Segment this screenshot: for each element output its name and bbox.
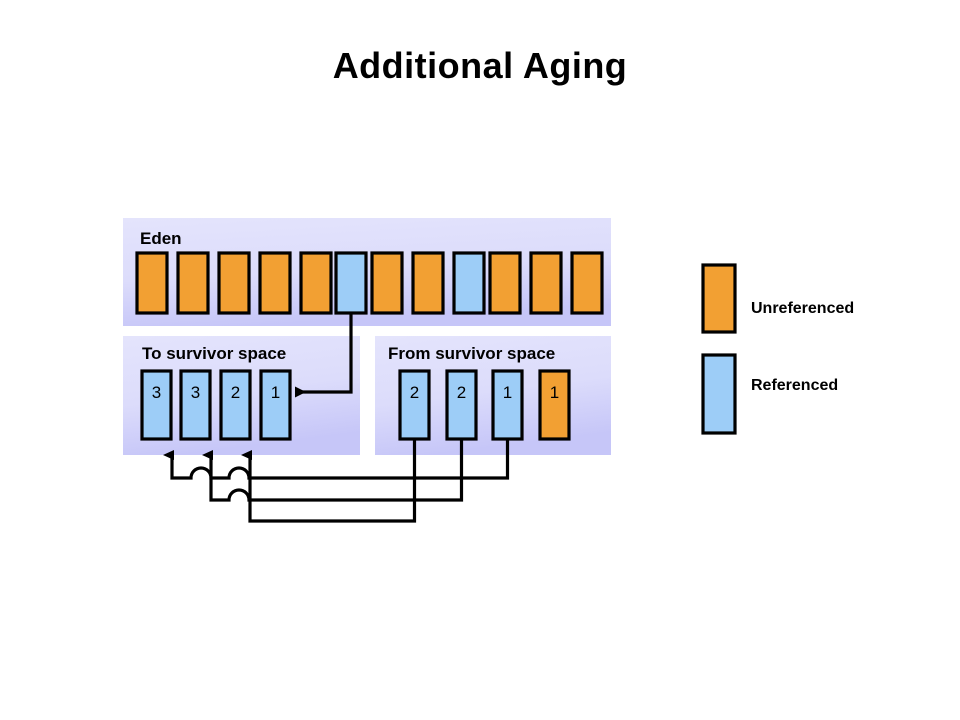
legend: Unreferenced Referenced xyxy=(701,263,854,435)
panel-to-survivor-label: To survivor space xyxy=(142,344,286,363)
from-survivor-block-2[interactable] xyxy=(445,369,478,441)
eden-block-3[interactable] xyxy=(217,251,251,315)
eden-block-10[interactable] xyxy=(488,251,522,315)
to-survivor-block-2[interactable] xyxy=(179,369,212,441)
legend-swatch-referenced xyxy=(701,353,737,435)
legend-label-unreferenced: Unreferenced xyxy=(751,300,854,317)
legend-label-referenced: Referenced xyxy=(751,377,838,394)
eden-block-12[interactable] xyxy=(570,251,604,315)
eden-block-2[interactable] xyxy=(176,251,210,315)
eden-block-5[interactable] xyxy=(299,251,333,315)
from-survivor-block-2-value: 2 xyxy=(457,383,466,402)
to-survivor-block-4-value: 1 xyxy=(271,383,280,402)
eden-block-7[interactable] xyxy=(370,251,404,315)
panel-to-survivor: To survivor space 3 3 2 1 xyxy=(123,336,360,455)
legend-swatch-unreferenced xyxy=(701,263,737,334)
from-survivor-block-1[interactable] xyxy=(398,369,431,441)
eden-block-8[interactable] xyxy=(411,251,445,315)
eden-block-9[interactable] xyxy=(452,251,486,315)
arrow-from1-to-to1 xyxy=(241,439,417,523)
to-survivor-block-3-value: 2 xyxy=(231,383,240,402)
eden-block-11[interactable] xyxy=(529,251,563,315)
panel-from-survivor: From survivor space 2 2 1 1 xyxy=(375,336,611,455)
to-survivor-block-4[interactable] xyxy=(259,369,292,441)
eden-block-4[interactable] xyxy=(258,251,292,315)
to-survivor-block-2-value: 3 xyxy=(191,383,200,402)
to-survivor-block-3[interactable] xyxy=(219,369,252,441)
arrow-eden-to-survivor xyxy=(295,313,353,398)
from-survivor-block-4-value: 1 xyxy=(550,383,559,402)
from-survivor-block-3[interactable] xyxy=(491,369,524,441)
panel-eden-label: Eden xyxy=(140,229,182,248)
to-survivor-block-1[interactable] xyxy=(140,369,173,441)
eden-block-1[interactable] xyxy=(135,251,169,315)
panel-eden: Eden xyxy=(123,218,611,326)
from-survivor-block-1-value: 2 xyxy=(410,383,419,402)
page-title: Additional Aging xyxy=(332,45,628,86)
from-survivor-block-4[interactable] xyxy=(538,369,571,441)
arrow-from3-to-to3 xyxy=(163,439,510,480)
eden-block-6[interactable] xyxy=(334,251,368,315)
panel-from-survivor-label: From survivor space xyxy=(388,344,555,363)
to-survivor-block-1-value: 3 xyxy=(152,383,161,402)
from-survivor-block-3-value: 1 xyxy=(503,383,512,402)
